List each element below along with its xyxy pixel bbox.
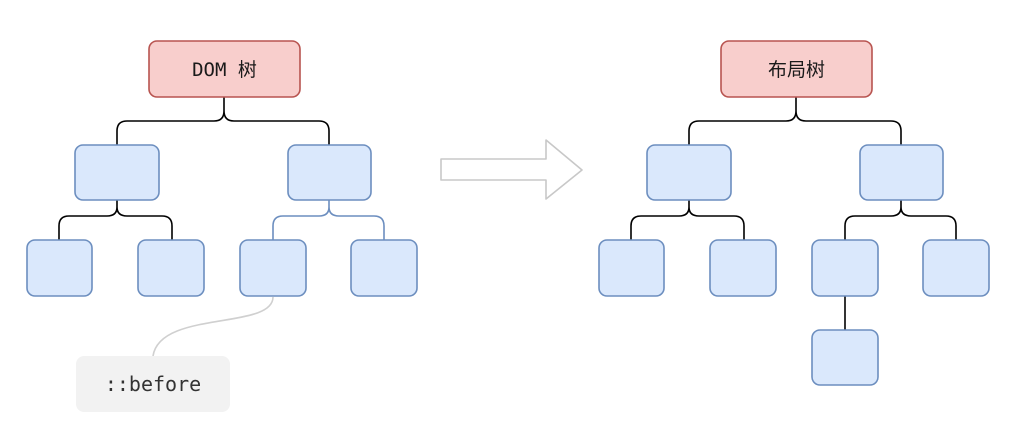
dom-node-l1-right (287, 144, 372, 201)
before-annotation-label: ::before (105, 372, 201, 396)
layout-node-l2-1 (598, 239, 665, 297)
layout-left-child-connector (630, 200, 745, 240)
layout-node-l2-4 (922, 239, 990, 297)
dom-left-child-connector (58, 200, 173, 240)
layout-node-l2-3 (811, 239, 879, 297)
layout-root-label: 布局树 (768, 59, 825, 81)
dom-node-l2-4 (350, 239, 418, 297)
layout-right-child-connector (844, 200, 957, 240)
before-callout-line (152, 296, 274, 357)
dom-root-connector (116, 97, 330, 145)
layout-root-connector (688, 97, 902, 145)
layout-node-before (811, 329, 879, 386)
layout-node-l2-2 (709, 239, 777, 297)
before-annotation-box (76, 356, 230, 412)
transform-arrow-icon (440, 139, 583, 200)
layout-root-node (720, 40, 873, 98)
layout-tree: 布局树 (598, 40, 990, 386)
dom-tree: DOM 树 ::before (26, 40, 418, 412)
dom-node-l2-1 (26, 239, 93, 297)
layout-node-l1-left (646, 144, 732, 201)
dom-right-child-connector (272, 200, 385, 240)
layout-node-l1-right (859, 144, 944, 201)
dom-node-l2-2 (137, 239, 205, 297)
dom-node-l2-3 (239, 239, 307, 297)
dom-node-l1-left (74, 144, 160, 201)
dom-root-label: DOM 树 (192, 59, 257, 81)
dom-root-node (148, 40, 301, 98)
